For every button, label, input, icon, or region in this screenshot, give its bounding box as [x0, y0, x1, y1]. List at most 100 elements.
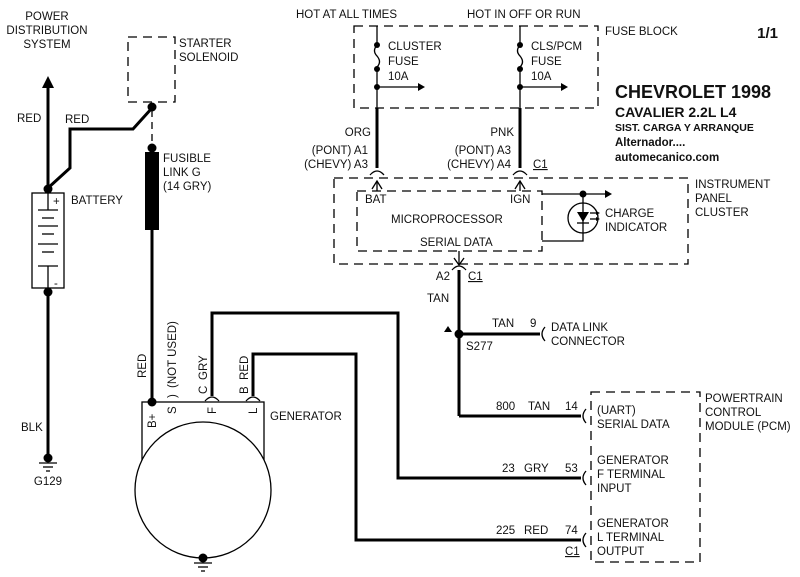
l-cavity: B [239, 386, 251, 394]
title-make-year: CHEVROLET 1998 [615, 82, 771, 102]
power-distribution-label-1: POWER [25, 11, 68, 23]
starter-solenoid-box [127, 36, 176, 103]
bat-label: BAT [365, 194, 387, 206]
connector-icon [204, 396, 220, 402]
circuit-225-number: 225 [496, 525, 515, 537]
hot-at-all-times: HOT AT ALL TIMES [296, 9, 397, 21]
pcm-input-1-line-1: (UART) [597, 405, 636, 417]
fuse-icon [516, 44, 524, 68]
ground-icon [39, 462, 57, 472]
battery-minus: - [54, 278, 58, 290]
connector-icon [451, 265, 467, 271]
fuse-block-box [353, 25, 599, 109]
generator: B+ S F L GENERATOR ) (NOT USED) C GRY B … [134, 311, 581, 572]
triangle-icon [444, 326, 452, 332]
pcm-input-2-line-1: GENERATOR [597, 455, 669, 467]
power-distribution-label-3: SYSTEM [23, 39, 70, 51]
terminal-bplus: B+ [147, 413, 159, 428]
connector-icon [582, 532, 587, 548]
pcm-input-3-line-2: L TERMINAL [597, 532, 665, 544]
fuse-2-pin-chevy: (CHEVY) A4 [447, 159, 512, 171]
cluster-label-2: PANEL [695, 193, 732, 205]
fuse-2-pin-pont: (PONT) A3 [455, 145, 511, 157]
terminal-f: F [207, 407, 219, 414]
dlc-wire-color: TAN [492, 318, 514, 330]
arrow-right-icon [605, 190, 612, 198]
fusible-link-label-2: LINK G [163, 167, 201, 179]
power-distribution-label-2: DISTRIBUTION [6, 25, 87, 37]
fusible-link-label-1: FUSIBLE [163, 153, 211, 165]
starter-wire-color: RED [65, 114, 89, 126]
fuse-1-pin-pont: (PONT) A1 [312, 145, 368, 157]
pcm: POWERTRAIN CONTROL MODULE (PCM) 800 TAN … [496, 391, 791, 563]
splice-node [454, 329, 464, 339]
instrument-panel-cluster: INSTRUMENT PANEL CLUSTER BAT IGN MICROPR… [333, 177, 770, 332]
circuit-225-color: RED [524, 525, 548, 537]
cluster-box [333, 177, 689, 265]
connector-icon [512, 170, 528, 176]
fuse-block-label: FUSE BLOCK [605, 26, 678, 38]
wire-red-l [251, 352, 581, 542]
fuse-block: HOT AT ALL TIMES HOT IN OFF OR RUN FUSE … [296, 9, 678, 109]
pcm-input-3-line-3: OUTPUT [597, 546, 644, 558]
fuse-1-label-3: 10A [388, 71, 409, 83]
cluster-label-1: INSTRUMENT [695, 179, 770, 191]
fuse-2-label-2: FUSE [531, 56, 562, 68]
title-system: SIST. CARGA Y ARRANQUE [615, 122, 754, 134]
f-wire-color: GRY [198, 355, 210, 380]
arrow-down-icon [453, 257, 465, 267]
circuit-23-color: GRY [524, 463, 549, 475]
hot-in-off-or-run: HOT IN OFF OR RUN [467, 9, 581, 21]
pcm-label-2: CONTROL [705, 407, 762, 419]
fuse-1-pin-chevy: (CHEVY) A3 [304, 159, 368, 171]
pcm-input-2-line-3: INPUT [597, 483, 632, 495]
generator-label: GENERATOR [270, 411, 342, 423]
charge-indicator-label-1: CHARGE [605, 208, 655, 220]
led-icon [567, 202, 600, 234]
starter-label-1: STARTER [179, 38, 232, 50]
connector-icon [582, 408, 587, 424]
wire-battery-to-starter [46, 106, 154, 190]
arrow-right-icon [418, 83, 425, 91]
cluster-label-3: CLUSTER [695, 207, 749, 219]
fuse-to-cluster-wires: ORG (PONT) A1 (CHEVY) A3 PNK (PONT) A3 (… [304, 108, 548, 176]
fuse-1-label-1: CLUSTER [388, 41, 442, 53]
serial-data-label: SERIAL DATA [420, 237, 493, 249]
connector-icon [582, 470, 587, 486]
circuit-225-pin: 74 [565, 525, 578, 537]
pcm-connector: C1 [565, 546, 580, 558]
ground-wire-color: BLK [21, 422, 43, 434]
pcm-label-3: MODULE (PCM) [705, 421, 791, 433]
connector-icon [245, 396, 261, 402]
terminal-l: L [248, 407, 260, 414]
fusible-link-label-3: (14 GRY) [163, 181, 212, 193]
fuse-2-wire-color: PNK [490, 127, 514, 139]
power-wire-color: RED [17, 113, 41, 125]
ground-icon [194, 562, 212, 572]
microprocessor-box [356, 190, 543, 252]
ground-id: G129 [34, 476, 62, 488]
cluster-out-connector: C1 [468, 271, 483, 283]
circuit-23-pin: 53 [565, 463, 578, 475]
pcm-input-3-line-1: GENERATOR [597, 518, 669, 530]
cluster-out-wire: TAN [427, 293, 449, 305]
wire-gry-f [210, 311, 581, 480]
fuse-2-connector: C1 [533, 159, 548, 171]
title-subject: Alternador.... [615, 137, 685, 149]
fuse-1-wire-color: ORG [345, 127, 371, 139]
circuit-800-number: 800 [496, 401, 515, 413]
fusible-link-symbol [145, 152, 159, 230]
s-not-used: (NOT USED) [167, 321, 179, 388]
terminal-s: S [167, 406, 179, 414]
battery-plus: + [53, 196, 60, 208]
circuit-800-color: TAN [528, 401, 550, 413]
fuse-2-label-1: CLS/PCM [531, 41, 582, 53]
splice-s277: S277 TAN 9 DATA LINK CONNECTOR [444, 318, 625, 418]
pcm-input-1-line-2: SERIAL DATA [597, 419, 670, 431]
battery-positive-node [43, 184, 53, 194]
fuse-icon [373, 44, 381, 68]
starter-solenoid: STARTER SOLENOID FUSIBLE LINK G (14 GRY)… [127, 36, 238, 400]
pcm-label-1: POWERTRAIN [705, 393, 783, 405]
